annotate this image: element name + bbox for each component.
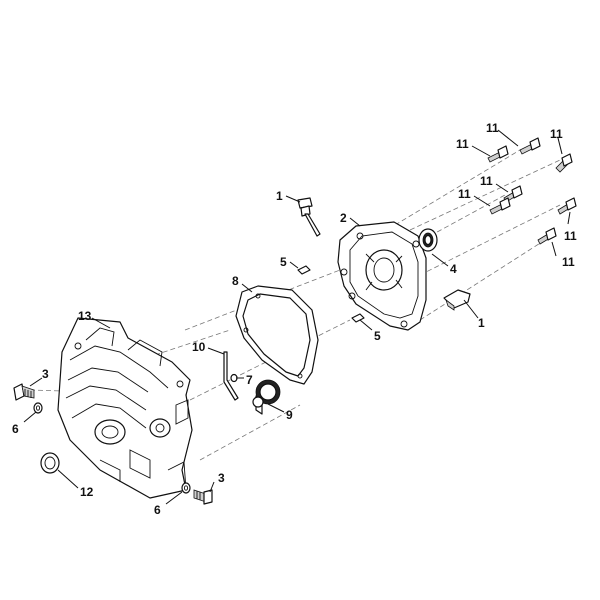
callout-5-upper: 5 (280, 255, 287, 269)
callout-11-a: 11 (456, 137, 469, 151)
callout-1-cap: 1 (478, 316, 485, 330)
callout-8-gasket: 8 (232, 274, 239, 288)
drain-plug-lower[interactable] (193, 489, 213, 505)
governor-gear[interactable] (252, 379, 281, 415)
leader-lines (23, 129, 571, 505)
callout-9-gear: 9 (286, 408, 293, 422)
governor-rod[interactable] (223, 351, 239, 401)
dowel-pin-lower[interactable] (351, 313, 365, 323)
callout-11-c: 11 (550, 127, 563, 141)
oil-seal-crankcase[interactable] (40, 452, 60, 474)
washer-upper[interactable] (33, 402, 43, 414)
drain-plug-upper[interactable] (13, 383, 35, 401)
callout-4-seal: 4 (450, 262, 457, 276)
crankcase-gasket[interactable] (235, 285, 319, 385)
callout-11-d: 11 (480, 174, 493, 188)
callout-2-cover: 2 (340, 211, 347, 225)
callout-1-dipstick: 1 (276, 189, 283, 203)
callout-5-lower: 5 (374, 329, 381, 343)
callout-3-upper: 3 (42, 367, 49, 381)
bolt-7[interactable] (537, 227, 557, 245)
callout-7-ring: 7 (246, 373, 253, 387)
bolt-5[interactable] (489, 197, 511, 215)
callout-6-upper: 6 (12, 422, 19, 436)
callout-12-seal: 12 (80, 485, 94, 499)
callout-3-lower: 3 (218, 471, 225, 485)
crankcase-cover[interactable] (337, 221, 427, 331)
oil-seal-cover[interactable] (418, 228, 438, 252)
crankcase-part[interactable] (57, 317, 193, 499)
filler-cap-right[interactable] (443, 289, 471, 311)
bolt-1[interactable] (487, 145, 509, 163)
bolt-6[interactable] (557, 197, 577, 215)
callout-11-f: 11 (564, 229, 577, 243)
callout-11-g: 11 (562, 255, 575, 269)
bolt-3[interactable] (555, 153, 573, 173)
bolt-2[interactable] (519, 137, 541, 155)
callout-13-crankcase: 13 (78, 309, 92, 323)
callout-11-e: 11 (458, 187, 471, 201)
dipstick-upper[interactable] (297, 197, 321, 237)
dowel-pin-upper[interactable] (297, 265, 311, 275)
callout-11-b: 11 (486, 121, 499, 135)
callout-6-lower: 6 (154, 503, 161, 517)
callout-10-rod: 10 (192, 340, 206, 354)
washer-lower[interactable] (181, 482, 191, 494)
